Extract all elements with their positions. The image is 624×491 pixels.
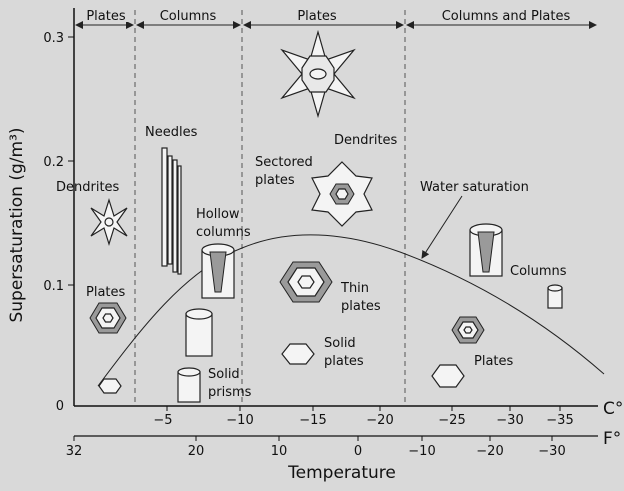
small-column-right-crystal — [547, 284, 563, 309]
celsius-tick-label: −5 — [153, 413, 172, 428]
water-saturation-curve — [97, 234, 605, 387]
label-solid-plates-2: plates — [324, 354, 364, 369]
dendrite-left-crystal — [90, 197, 128, 247]
label-thin-2: plates — [341, 299, 381, 314]
fahrenheit-tick-label: −30 — [538, 444, 565, 459]
label-solid-prisms-1: Solid — [208, 367, 240, 382]
label-sectored-1: Sectored — [255, 155, 313, 170]
fahrenheit-tick-label: 10 — [271, 444, 288, 459]
fahrenheit-unit: F° — [603, 429, 621, 449]
dendrite-top-crystal — [280, 29, 356, 119]
solid-prism-crystal — [177, 308, 213, 403]
band-label-plates-2: Plates — [297, 9, 337, 24]
y-tick-label: 0.1 — [43, 279, 64, 294]
y-tick-label: 0 — [56, 399, 64, 414]
x-axis-title: Temperature — [287, 463, 396, 483]
label-hollow-2: columns — [196, 225, 251, 240]
celsius-tick-label: −20 — [366, 413, 393, 428]
band-label-plates-1: Plates — [86, 9, 126, 24]
celsius-tick-label: −10 — [226, 413, 253, 428]
plate-right-crystal — [451, 316, 485, 344]
water-saturation-label: Water saturation — [420, 180, 529, 195]
label-hollow-1: Hollow — [196, 207, 240, 222]
water-saturation-pointer — [421, 195, 463, 259]
small-plate-crystal — [98, 378, 122, 394]
thin-plate-crystal — [279, 261, 333, 303]
celsius-tick-label: −35 — [546, 413, 573, 428]
column-right-crystal — [469, 223, 503, 277]
label-solid-prisms-2: prisms — [208, 385, 252, 400]
band-dividers — [134, 10, 406, 406]
fahrenheit-tick-label: −10 — [408, 444, 435, 459]
fahrenheit-tick-label: 32 — [66, 444, 83, 459]
label-needles: Needles — [145, 125, 198, 140]
label-plates-left: Plates — [86, 285, 126, 300]
label-columns-right: Columns — [510, 264, 567, 279]
solid-plate-right-crystal — [431, 364, 465, 388]
label-thin-1: Thin — [340, 281, 369, 296]
y-axis-title: Supersaturation (g/m³) — [7, 127, 27, 322]
needles-crystal — [161, 147, 182, 275]
label-dendrites-top: Dendrites — [334, 133, 398, 148]
band-label-columns-and-plates: Columns and Plates — [442, 9, 571, 24]
solid-plate-crystal — [281, 343, 315, 365]
label-dendrites-left: Dendrites — [56, 180, 120, 195]
fahrenheit-tick-label: 0 — [354, 444, 362, 459]
y-tick-label: 0.3 — [43, 31, 64, 46]
y-tick-label: 0.2 — [43, 155, 64, 170]
celsius-unit: C° — [603, 399, 623, 419]
celsius-tick-label: −25 — [438, 413, 465, 428]
celsius-ticks: −5 −10 −15 −20 −25 −30 −35 — [153, 406, 574, 428]
sectored-plate-crystal — [311, 161, 373, 227]
fahrenheit-tick-label: 20 — [188, 444, 205, 459]
fahrenheit-tick-label: −20 — [476, 444, 503, 459]
celsius-tick-label: −15 — [299, 413, 326, 428]
fahrenheit-ticks: 32 20 10 0 −10 −20 −30 — [66, 436, 566, 459]
band-label-columns: Columns — [160, 9, 217, 24]
hollow-column-crystal — [201, 243, 235, 299]
plate-left-crystal — [89, 302, 127, 334]
y-ticks: 0 0.1 0.2 0.3 — [43, 31, 74, 414]
label-plates-right: Plates — [474, 354, 514, 369]
label-sectored-2: plates — [255, 173, 295, 188]
celsius-tick-label: −30 — [496, 413, 523, 428]
label-solid-plates-1: Solid — [324, 336, 356, 351]
